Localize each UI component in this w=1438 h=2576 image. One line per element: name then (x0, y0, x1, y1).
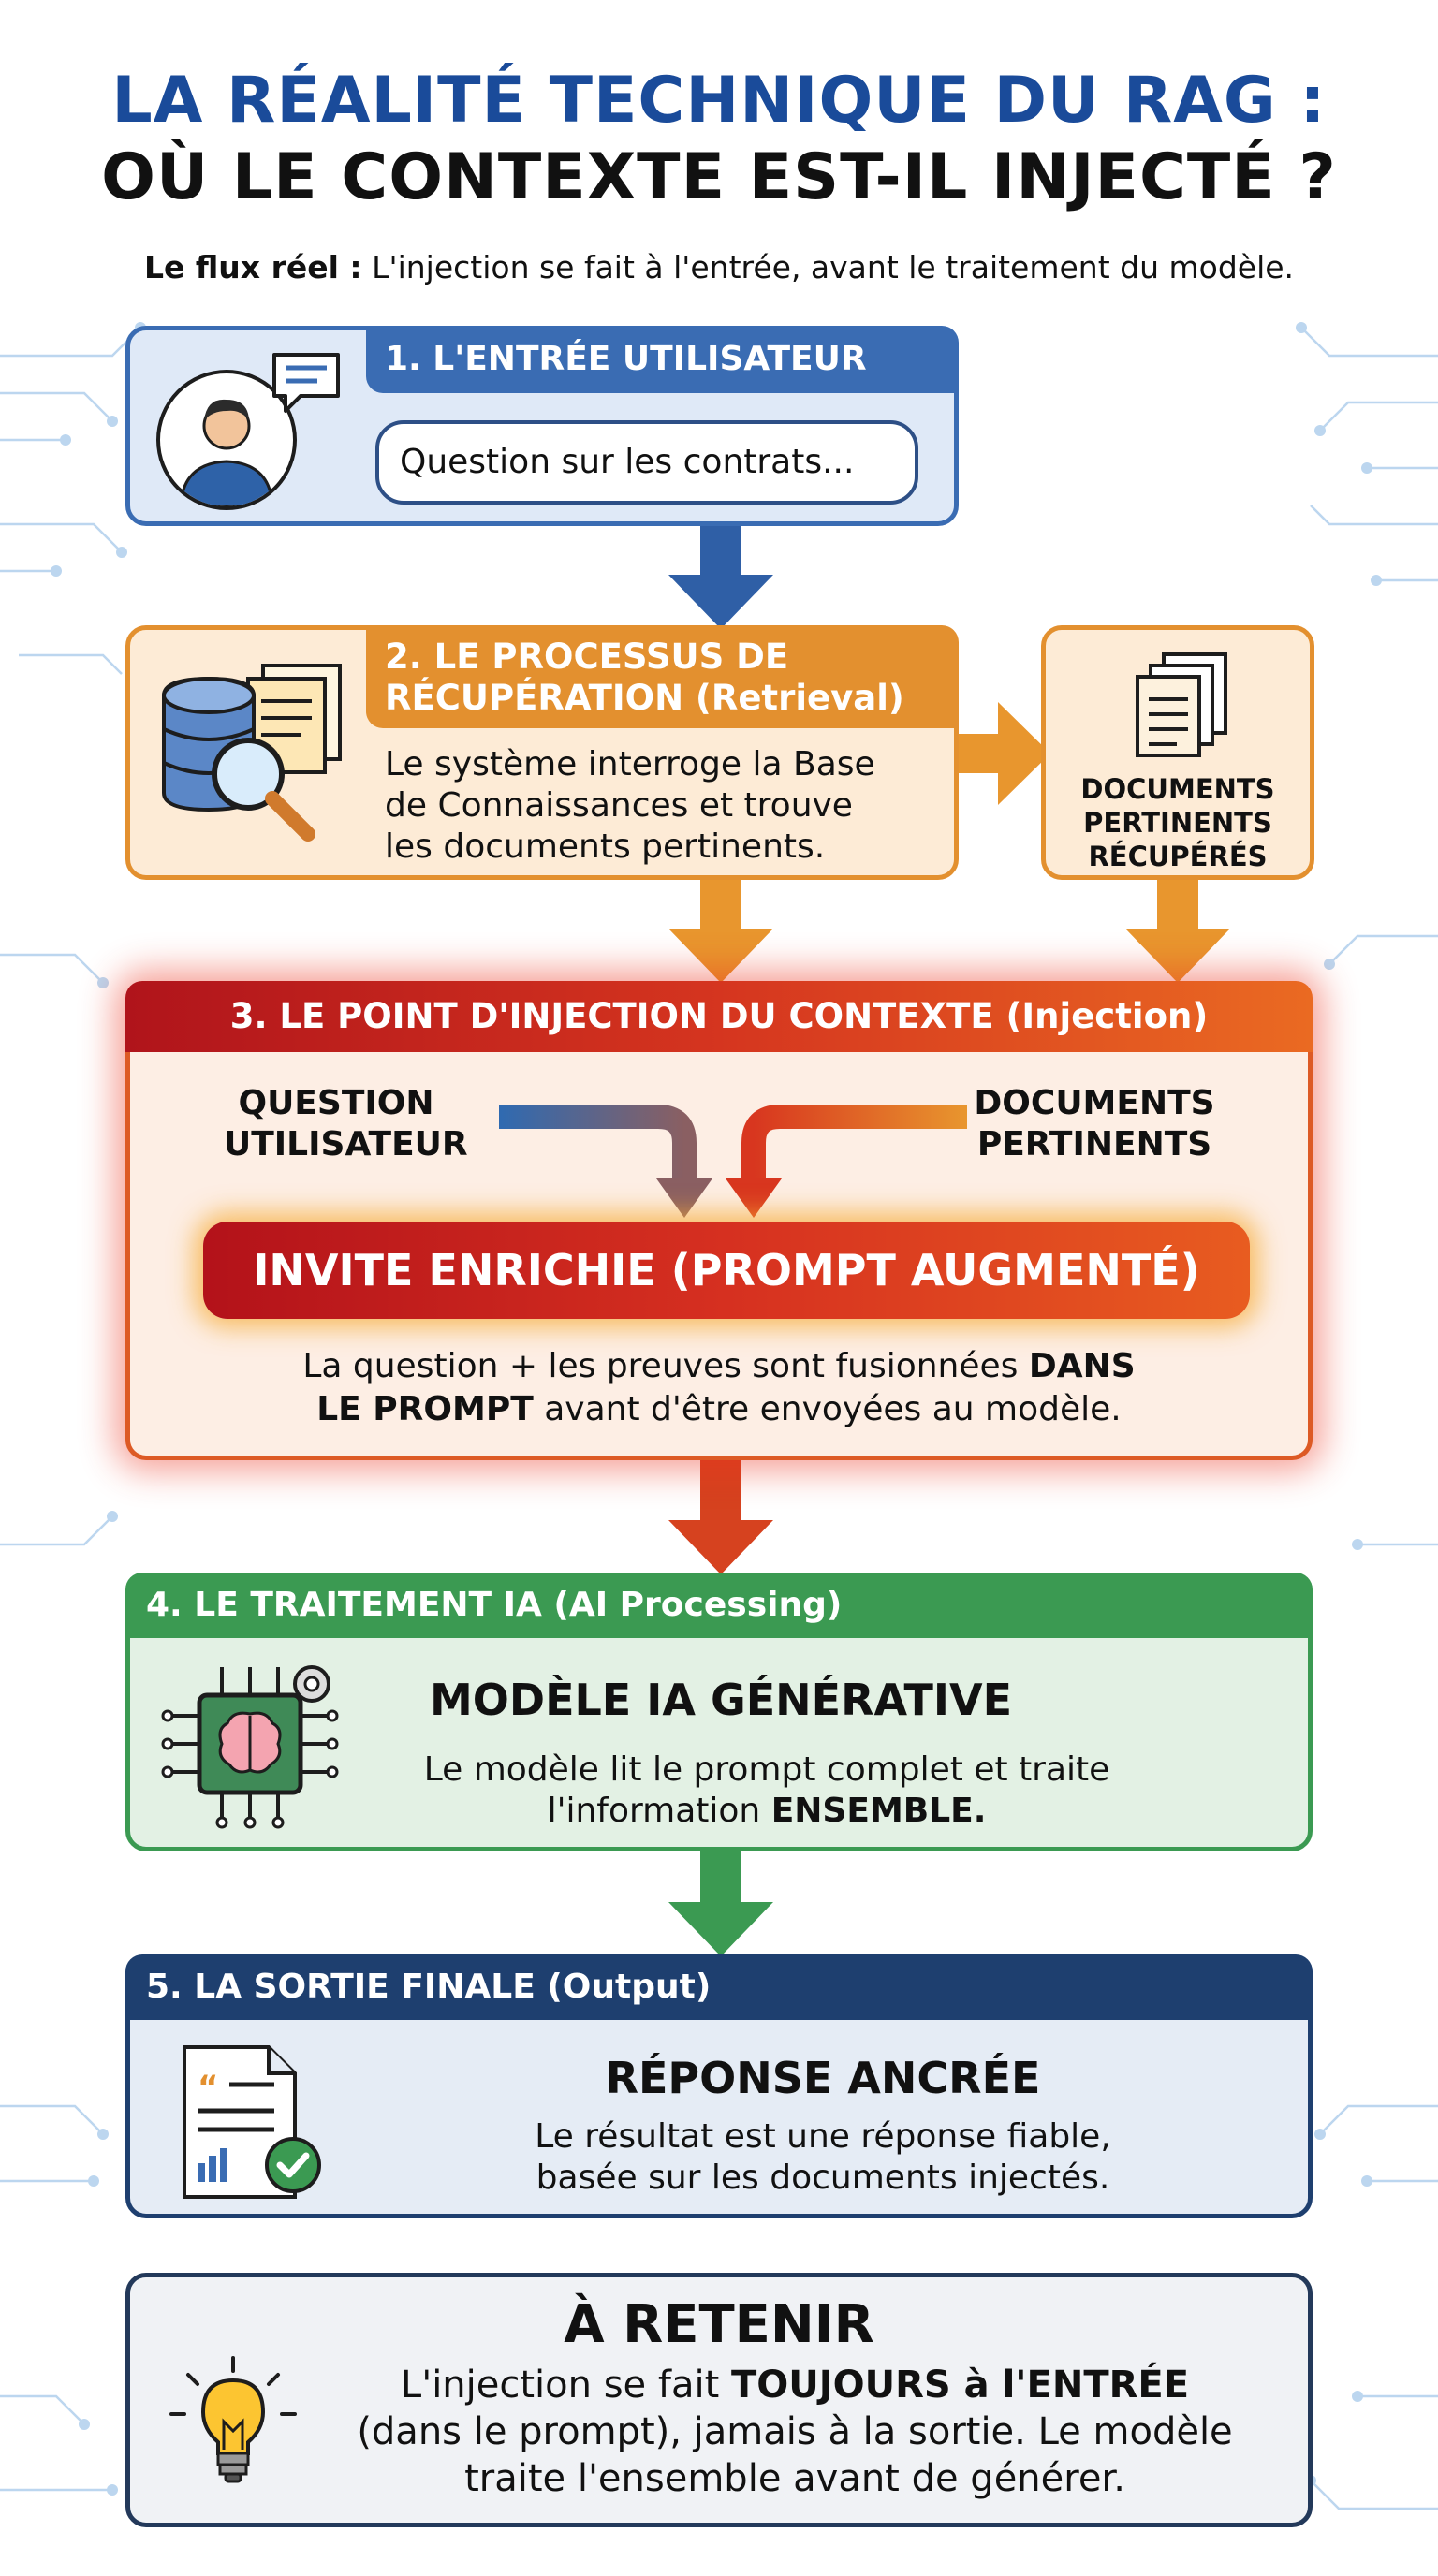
takeaway-text-a: L'injection se fait (400, 2364, 731, 2407)
step3-text-b: DANS (1028, 1347, 1136, 1385)
step5-header: 5. LA SORTIE FINALE (Output) (125, 1954, 1313, 2020)
docs-line3: RÉCUPÉRÉS (1088, 841, 1268, 872)
step5-text-line2: basée sur les documents injectés. (536, 2159, 1110, 2197)
augmented-prompt-pill: INVITE ENRICHIE (PROMPT AUGMENTÉ) (203, 1222, 1250, 1319)
step4-title: MODÈLE IA GÉNÉRATIVE (430, 1675, 1013, 1725)
chat-bubble-icon (272, 353, 340, 413)
takeaway-box: À RETENIR L'injection se fait TOUJOURS à… (125, 2273, 1313, 2527)
retrieved-documents-box: DOCUMENTS PERTINENTS RÉCUPÉRÉS (1041, 625, 1314, 880)
step5-text-line1: Le résultat est une réponse fiable, (535, 2117, 1111, 2156)
subtitle-text: L'injection se fait à l'entrée, avant le… (361, 249, 1295, 285)
documents-stack-icon (1136, 652, 1227, 757)
takeaway-text-line2: (dans le prompt), jamais à la sortie. Le… (357, 2410, 1233, 2453)
step5-description: Le résultat est une réponse fiable, basé… (355, 2116, 1291, 2199)
page-title-line2: OÙ LE CONTEXTE EST-IL INJECTÉ ? (101, 140, 1337, 214)
merge-arrows-icon (499, 1105, 967, 1218)
step5-output-box: 5. LA SORTIE FINALE (Output) “ RÉPONSE A… (125, 1954, 1313, 2218)
step5-title: RÉPONSE ANCRÉE (605, 2053, 1041, 2103)
user-question-label: QUESTION UTILISATEUR (224, 1083, 468, 1165)
takeaway-text: L'injection se fait TOUJOURS à l'ENTRÉE … (308, 2362, 1282, 2502)
step4-text-b: ENSEMBLE. (770, 1792, 987, 1830)
takeaway-text-line3: traite l'ensemble avant de générer. (464, 2457, 1125, 2500)
step2-text-line1: Le système interroge la Base (385, 745, 875, 783)
ai-chip-brain-icon (161, 1665, 339, 1829)
arrow-2-to-docs (957, 702, 1050, 805)
arrow-4-to-5 (668, 1852, 773, 1956)
step2-text-line3: les documents pertinents. (385, 827, 826, 866)
subtitle: Le flux réel : L'injection se fait à l'e… (0, 249, 1438, 285)
step4-ai-processing-box: 4. LE TRAITEMENT IA (AI Processing) MODÈ… (125, 1573, 1313, 1852)
docs-line2: PERTINENTS (1083, 807, 1272, 839)
step2-description: Le système interroge la Base de Connaiss… (385, 744, 875, 868)
step2-header-line1: 2. LE PROCESSUS DE (385, 637, 789, 677)
database-search-icon (162, 664, 342, 842)
step1-user-input-box: 1. L'ENTRÉE UTILISATEUR Question sur les… (125, 326, 959, 526)
step3-injection-box: 3. LE POINT D'INJECTION DU CONTEXTE (Inj… (125, 981, 1313, 1460)
subtitle-bold: Le flux réel : (143, 249, 362, 285)
page-title-line1: LA RÉALITÉ TECHNIQUE DU RAG : (111, 64, 1327, 138)
step3-description: La question + les preuves sont fusionnée… (130, 1345, 1308, 1431)
step3-text-a: La question + les preuves sont fusionnée… (302, 1347, 1029, 1385)
step3-docs-line1: DOCUMENTS (974, 1084, 1215, 1122)
svg-text:“: “ (198, 2069, 218, 2106)
question-line2: UTILISATEUR (224, 1125, 468, 1164)
step2-retrieval-box: 2. LE PROCESSUS DE RÉCUPÉRATION (Retriev… (125, 625, 959, 880)
step2-text-line2: de Connaissances et trouve (385, 786, 853, 825)
step4-header: 4. LE TRAITEMENT IA (AI Processing) (125, 1573, 1313, 1638)
step3-text-d: avant d'être envoyées au modèle. (533, 1390, 1122, 1428)
arrow-1-to-2 (668, 526, 773, 629)
step2-header-line2: RÉCUPÉRATION (Retrieval) (385, 678, 904, 718)
question-line1: QUESTION (238, 1084, 434, 1122)
lightbulb-icon (169, 2356, 297, 2483)
step4-text-line1: Le modèle lit le prompt complet et trait… (423, 1750, 1110, 1789)
takeaway-title: À RETENIR (564, 2294, 874, 2355)
step3-header: 3. LE POINT D'INJECTION DU CONTEXTE (Inj… (125, 981, 1313, 1052)
user-question-bubble: Question sur les contrats... (375, 420, 918, 505)
step3-docs-line2: PERTINENTS (976, 1125, 1212, 1164)
step4-text-a: l'information (547, 1792, 771, 1830)
arrow-3-to-4 (668, 1460, 773, 1574)
verified-document-icon: “ (183, 2045, 321, 2199)
relevant-documents-label: DOCUMENTS PERTINENTS (954, 1083, 1235, 1165)
docs-line1: DOCUMENTS (1080, 773, 1275, 805)
step4-description: Le modèle lit le prompt complet et trait… (336, 1749, 1197, 1832)
arrow-2-to-3 (668, 880, 773, 983)
step1-header: 1. L'ENTRÉE UTILISATEUR (366, 326, 959, 393)
takeaway-text-b: TOUJOURS à l'ENTRÉE (730, 2364, 1190, 2407)
arrow-docs-to-3 (1125, 880, 1230, 983)
step2-header: 2. LE PROCESSUS DE RÉCUPÉRATION (Retriev… (366, 625, 959, 728)
retrieved-documents-label: DOCUMENTS PERTINENTS RÉCUPÉRÉS (1046, 772, 1310, 873)
step3-text-c: LE PROMPT (316, 1390, 534, 1428)
